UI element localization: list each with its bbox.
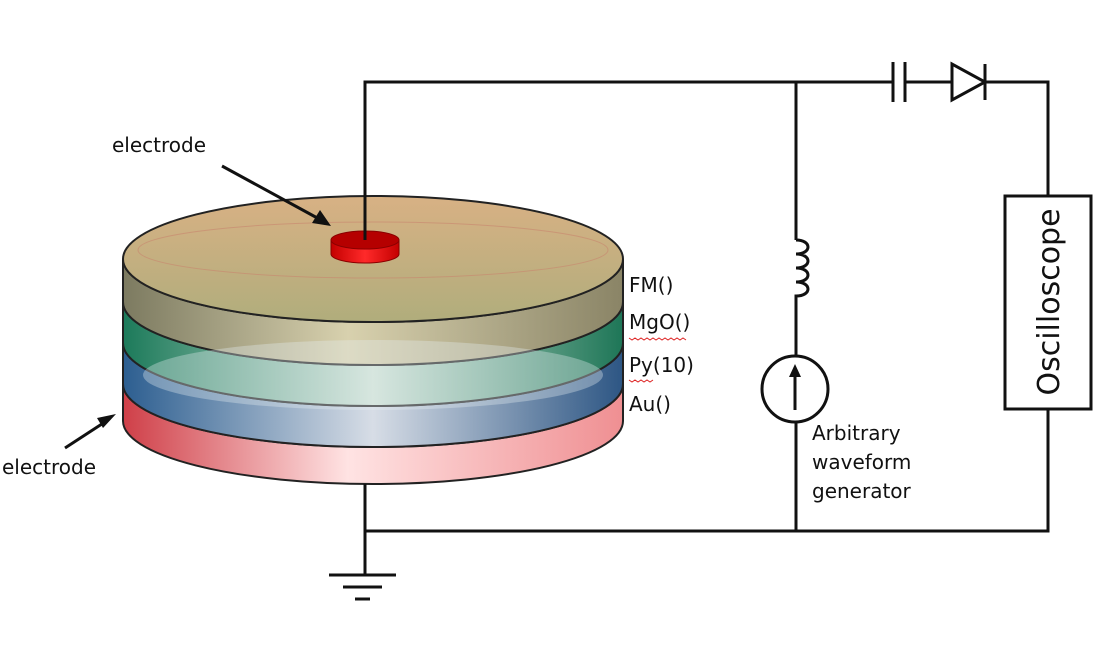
generator-label-line1: Arbitrary [812,421,901,445]
diode-symbol [950,61,989,103]
electrode-bottom-arrow [64,414,116,450]
layer-label-mgo: MgO() [629,310,690,334]
oscilloscope-box [1003,194,1093,411]
ground-symbol [329,573,396,601]
generator-label-line3: generator [812,479,912,503]
generator-label-line2: waveform [812,450,911,474]
current-source-symbol [760,354,830,424]
electrode-top-arrow [221,164,331,226]
oscilloscope-label: Oscilloscope [1032,208,1067,395]
layer-label-py: Py(10) [629,353,694,377]
electrode-bottom-label: electrode [2,455,96,479]
layer-stack [122,195,624,485]
electrode-top-label: electrode [112,133,206,157]
circuit-wires [363,61,1050,574]
inductor-symbol [794,238,810,298]
layer-label-fm: FM() [629,273,673,297]
layer-label-au: Au() [629,392,671,416]
